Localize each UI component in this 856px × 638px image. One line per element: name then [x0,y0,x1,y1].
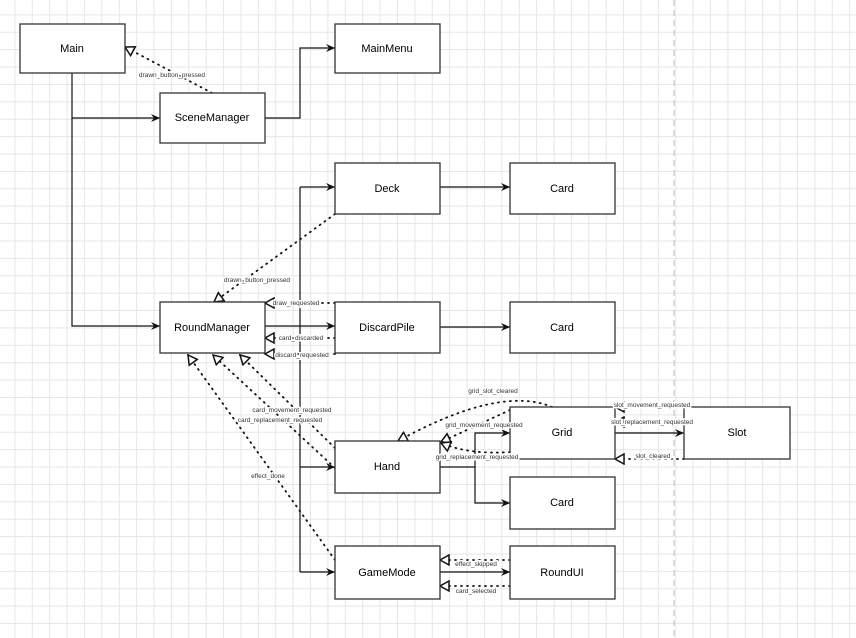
node-hand[interactable]: Hand [334,440,441,494]
node-label: MainMenu [361,43,412,55]
node-hand-card[interactable]: Card [509,476,616,530]
signal-effect-done[interactable] [187,355,336,561]
node-deck-card[interactable]: Card [509,162,616,215]
node-label: Card [550,183,574,195]
node-label: DiscardPile [359,322,415,334]
signal-edges [125,47,685,586]
signal-grid-movement[interactable] [441,409,511,442]
label: effect_skipped [455,561,497,568]
node-label: RoundManager [174,322,250,334]
edge-main-roundmanager[interactable] [71,118,160,330]
label: draw_requested [273,300,320,307]
label: grid_slot_cleared [468,388,518,395]
label: card_selected [456,588,497,595]
node-grid[interactable]: Grid [509,406,616,460]
label: slot_replacement_requested [611,419,693,426]
signal-deck-roundmanager[interactable] [214,213,336,302]
label: discard_requested [275,352,329,359]
node-label: Grid [552,427,573,439]
label: drawn_button_pressed [139,72,206,79]
label: slot_cleared [635,453,670,460]
node-label: Slot [728,427,747,439]
signal-card-movement[interactable] [240,355,336,449]
label: drawn_button_pressed [224,277,291,284]
solid-edges [71,44,684,576]
signal-scene-main[interactable] [125,47,213,94]
signal-grid-slot-cleared[interactable] [398,399,553,442]
node-label: Main [60,43,84,55]
node-roundmanager[interactable]: RoundManager [159,301,266,354]
node-gamemode[interactable]: GameMode [334,545,441,600]
node-label: Hand [374,461,400,473]
node-deck[interactable]: Deck [334,162,441,215]
label: card_replacement_requested [238,417,323,424]
edge-main-scenemanager[interactable] [71,73,160,122]
label: slot_movement_requested [614,402,691,409]
node-label: Deck [374,183,400,195]
label: card_discarded [279,335,324,342]
node-roundui[interactable]: RoundUI [509,545,616,600]
signal-labels: drawn_button_pressed drawn_button_presse… [137,71,694,597]
edge-scenemanager-mainmenu[interactable] [265,44,335,119]
node-label: Card [550,497,574,509]
node-label: RoundUI [540,567,583,579]
node-slot[interactable]: Slot [683,406,791,460]
edge-hand-grid[interactable] [440,429,510,468]
node-discardpile[interactable]: DiscardPile [334,301,441,354]
label: grid_replacement_requested [436,454,519,461]
signal-grid-replacement[interactable] [441,443,511,454]
node-mainmenu[interactable]: MainMenu [334,23,441,74]
edge-hand-card[interactable] [474,467,510,507]
label: card_movement_requested [252,407,332,414]
signal-card-replacement[interactable] [213,355,336,469]
label: grid_movement_requested [445,422,523,429]
node-main[interactable]: Main [19,23,126,74]
node-label: Card [550,322,574,334]
node-scenemanager[interactable]: SceneManager [159,92,266,144]
node-discard-card[interactable]: Card [509,301,616,354]
node-label: SceneManager [175,112,250,124]
node-label: GameMode [358,567,415,579]
label: effect_done [251,473,285,480]
